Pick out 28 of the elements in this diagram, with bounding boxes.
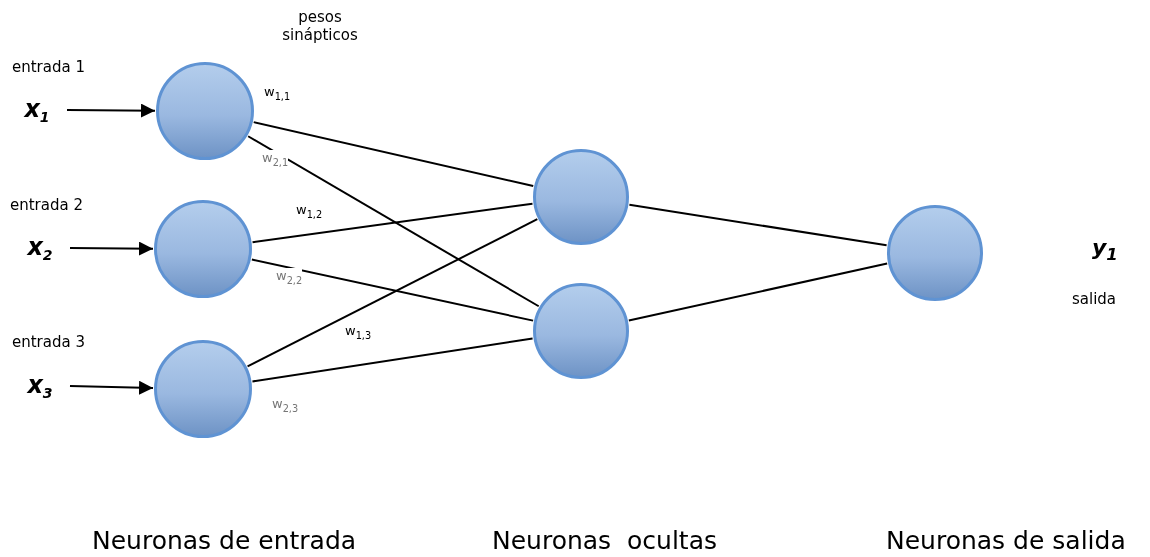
arrow: [66, 103, 156, 118]
weight-label: w$_{1,3}$: [345, 323, 372, 341]
text-label: entrada 3: [12, 333, 85, 351]
text-label: Neuronas de entrada: [92, 526, 357, 555]
arrow: [69, 380, 154, 395]
text-label: salida: [1072, 290, 1117, 308]
text-label: entrada 1: [12, 58, 85, 76]
connection-line: [627, 262, 889, 322]
weight-label: w$_{2,1}$: [262, 150, 289, 168]
connection-line: [247, 135, 540, 308]
connection-line: [252, 121, 535, 188]
input-variable: x$_{2}$: [27, 232, 53, 264]
text-label: y$_{1}$: [1092, 235, 1118, 265]
connection-line: [250, 258, 535, 322]
text-label: entrada 2: [10, 196, 83, 214]
weight-label: w$_{2,2}$: [276, 268, 303, 286]
text-label: pesos sinápticos: [281, 8, 359, 44]
weight-label: w$_{1,2}$: [296, 202, 323, 220]
input-variable: x$_{3}$: [27, 370, 53, 402]
connection-line: [251, 337, 534, 383]
connection-line: [628, 203, 888, 247]
arrow: [69, 241, 154, 256]
input-variable: x$_{1}$: [24, 94, 50, 126]
connection-line: [251, 202, 534, 244]
text-label: Neuronas de salida: [886, 526, 1126, 555]
text-label: Neuronas ocultas: [492, 526, 717, 555]
connection-line: [246, 218, 539, 368]
weight-label: w$_{1,1}$: [264, 84, 291, 102]
